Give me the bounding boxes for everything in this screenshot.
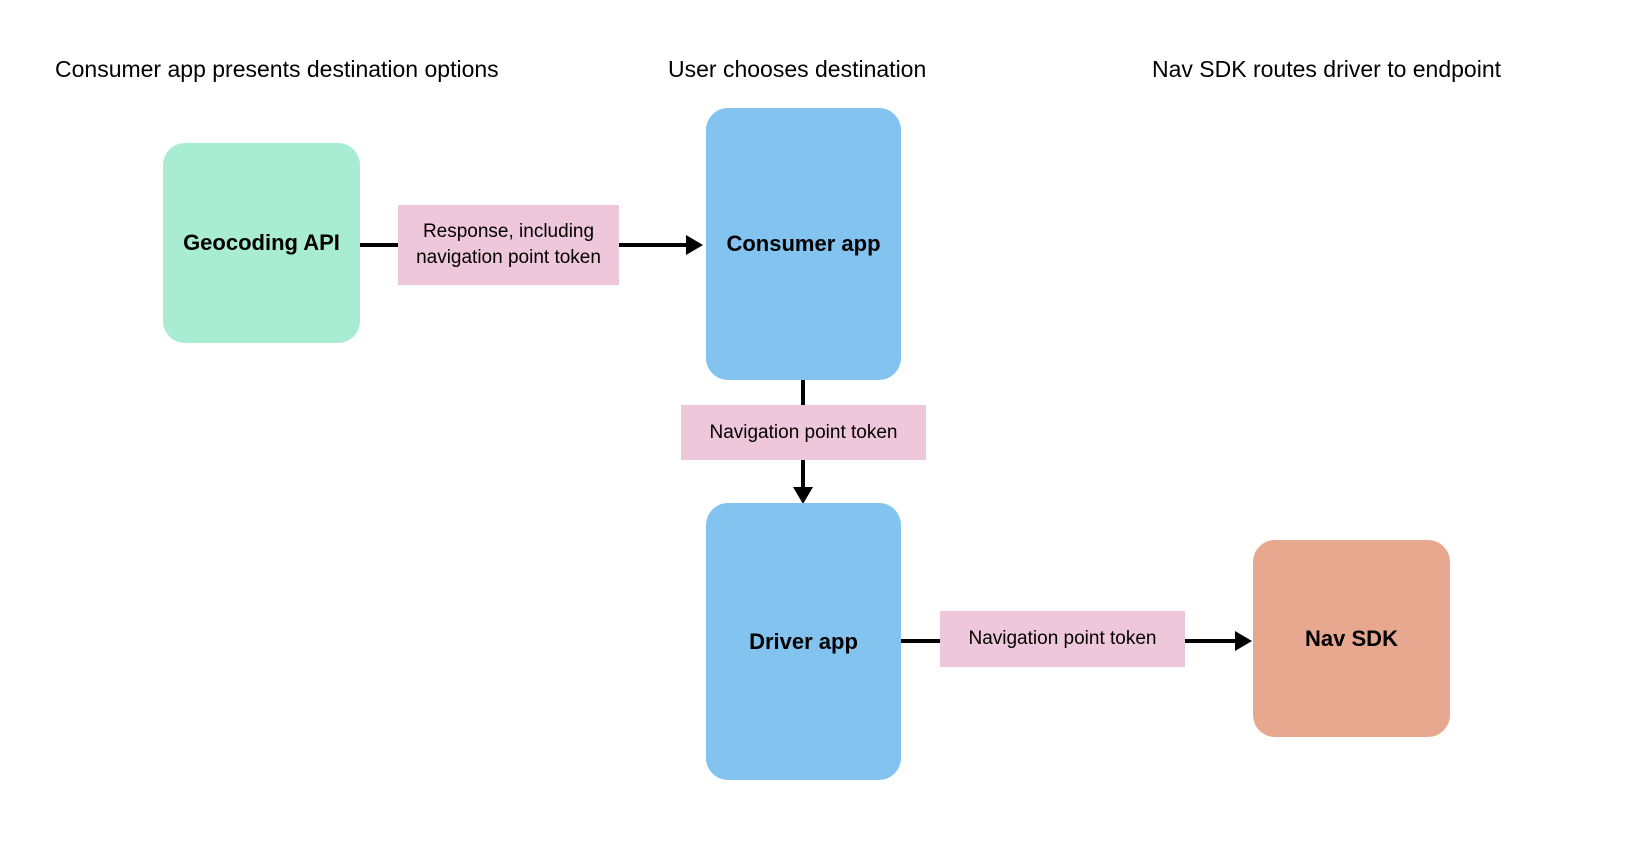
edge-driver-to-navsdk-arrowhead-icon <box>1235 631 1252 651</box>
edge-geocoding-to-consumer-arrowhead-icon <box>686 235 703 255</box>
edge-geocoding-to-consumer-line-right <box>618 243 686 247</box>
node-driver-app[interactable]: Driver app <box>706 503 901 780</box>
node-consumer-app[interactable]: Consumer app <box>706 108 901 380</box>
node-nav-sdk-label: Nav SDK <box>1305 625 1398 651</box>
node-driver-app-label: Driver app <box>749 628 858 654</box>
edge-consumer-to-driver-arrowhead-icon <box>793 487 813 504</box>
column-header-user-chooses: User chooses destination <box>668 56 927 82</box>
edge-geocoding-to-consumer-line-left <box>360 243 400 247</box>
edge-label-navigation-point-token-driver-to-navsdk: Navigation point token <box>940 611 1185 667</box>
edge-consumer-to-driver-line-top <box>801 380 805 406</box>
node-geocoding-api-label: Geocoding API <box>183 230 340 255</box>
edge-consumer-to-driver-line-bottom <box>801 458 805 488</box>
node-nav-sdk[interactable]: Nav SDK <box>1253 540 1450 737</box>
column-header-nav-sdk: Nav SDK routes driver to endpoint <box>1152 56 1502 82</box>
edge-label-response-including-navigation-point-token: Response, including navigation point tok… <box>398 205 619 285</box>
edge-label-navigation-point-token-consumer-to-driver: Navigation point token <box>681 405 926 460</box>
edge-driver-to-navsdk-line-left <box>901 639 943 643</box>
edge-driver-to-navsdk-line-right <box>1183 639 1235 643</box>
node-geocoding-api[interactable]: Geocoding API <box>163 143 360 343</box>
node-consumer-app-label: Consumer app <box>726 231 881 256</box>
column-header-consumer-app: Consumer app presents destination option… <box>55 56 499 82</box>
